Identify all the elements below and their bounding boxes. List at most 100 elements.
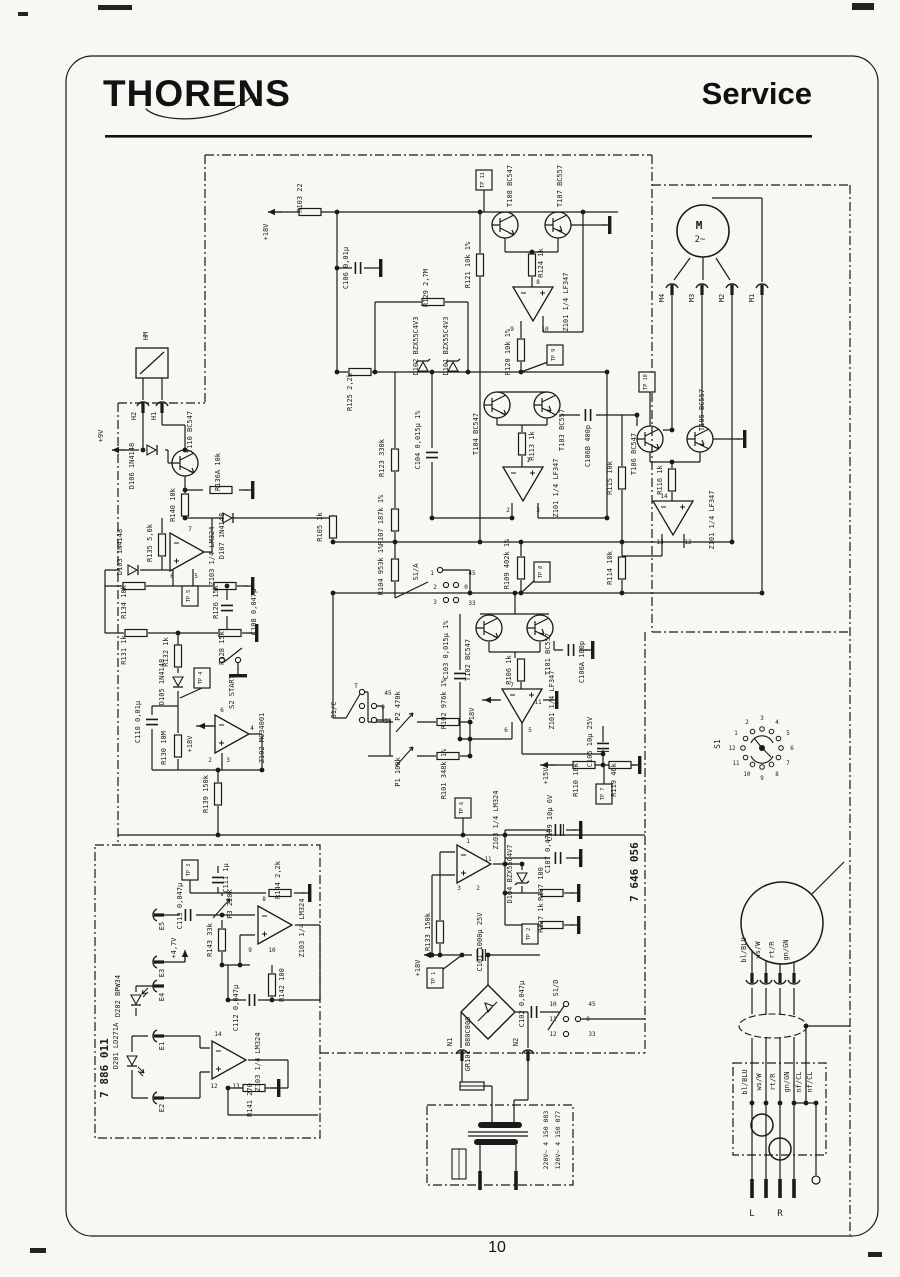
capacitor — [184, 909, 192, 921]
label-pinc-13: 13 — [656, 539, 664, 546]
label-z101a: Z101 1/4 LF347 — [562, 272, 570, 331]
opamp — [511, 286, 555, 323]
label-box-ws: ws/W — [755, 1073, 763, 1091]
label-plus18-d: +18V — [468, 707, 476, 725]
hm-sensor-box — [135, 347, 169, 379]
page-title: Service — [702, 76, 812, 111]
connector-pin — [152, 979, 164, 993]
label-p3: P3 220k — [226, 888, 234, 918]
pot-arrow — [395, 712, 414, 733]
rotary-number-4: 4 — [775, 720, 779, 726]
path — [445, 358, 461, 364]
label-r136a: R136A 10k — [214, 452, 222, 491]
brand-logo-text: THORENS — [103, 73, 291, 114]
switch-contact — [358, 716, 366, 724]
terminal-bar — [778, 1179, 782, 1198]
label-t107: T107 BC557 — [556, 165, 564, 207]
terminal-bar — [478, 1171, 482, 1190]
label-gr101: GR101 B80C800 — [464, 1017, 472, 1072]
resistor — [348, 367, 372, 377]
led — [126, 1055, 145, 1077]
label-out-r: R — [777, 1209, 783, 1219]
rect — [750, 973, 754, 983]
label-z101c: Z101 1/4 LF347 — [708, 490, 716, 549]
resistor — [436, 717, 460, 727]
rect — [141, 403, 145, 413]
brand-logo-swoosh — [145, 93, 255, 120]
rect — [670, 285, 674, 295]
capacitor — [146, 718, 158, 726]
opamp-polarity — [219, 724, 224, 746]
label-r127: R127 1k — [537, 902, 545, 932]
pot-arrow — [395, 746, 414, 767]
path — [137, 1066, 145, 1077]
rotary-number-8: 8 — [775, 772, 779, 778]
label-r130: R130 10M — [160, 731, 168, 765]
opamp-polarity — [174, 542, 179, 564]
capacitor — [530, 1006, 538, 1018]
switch-contact — [562, 1015, 570, 1023]
label-s1a-1: 1 — [430, 570, 434, 577]
resistor — [527, 253, 537, 277]
label-r106: R106 1k — [505, 654, 513, 684]
label-d101: D101 BZX55C4V3 — [442, 316, 450, 375]
resistor — [390, 508, 400, 532]
resistor — [213, 782, 223, 806]
switch-contact — [442, 596, 450, 604]
switch-contact — [234, 656, 242, 664]
label-m-letter: M — [696, 219, 703, 232]
testpoint-box — [595, 783, 613, 805]
label-c112: C112 0,047µ — [232, 984, 240, 1031]
rect — [460, 1051, 464, 1061]
label-e4: E4 — [158, 993, 166, 1001]
label-r141: R141 270 — [246, 1083, 254, 1117]
resistor — [517, 432, 527, 456]
board-boundaries — [94, 154, 851, 1235]
transistor-leads — [527, 617, 550, 639]
junction-dot — [791, 1100, 797, 1106]
supply-arrowhead — [424, 951, 431, 959]
rect — [154, 913, 164, 917]
path — [172, 676, 184, 688]
opamp — [500, 688, 544, 725]
junction-dot — [259, 767, 265, 773]
label-box-gn: gn/GN — [783, 1071, 791, 1092]
resistor — [180, 493, 190, 517]
opamp-polarity — [661, 504, 685, 510]
label-z101b: Z101 1/4 LF347 — [552, 458, 560, 517]
connector-pin — [695, 283, 709, 295]
label-s1a-2: 2 — [433, 584, 437, 591]
connector-pin — [521, 1049, 535, 1061]
junction-dot — [465, 369, 471, 375]
resistor — [242, 1083, 266, 1093]
resistor — [572, 760, 596, 770]
hm-diagonal — [139, 351, 165, 375]
ground-bar — [255, 624, 259, 642]
junction-dot — [330, 539, 336, 545]
rotary-number-7: 7 — [786, 761, 790, 767]
rotary-contact — [749, 761, 756, 768]
junction-dot — [215, 767, 221, 773]
ground-bar — [555, 691, 559, 709]
connector-pin — [773, 973, 787, 985]
label-tp3: TP 3 — [186, 864, 192, 877]
resistor — [217, 928, 227, 952]
capacitor — [597, 742, 609, 750]
label-m3: M3 — [688, 294, 696, 302]
label-s1a-3: 3 — [433, 599, 437, 606]
label-r116: R116 1k — [656, 464, 664, 494]
label-pinsd-13: 13 — [232, 1083, 240, 1090]
label-pinb-1: 1 — [526, 457, 530, 464]
label-t102: T102 BC547 — [464, 639, 472, 681]
ground-bar — [577, 884, 581, 902]
label-p1: P1 100k — [394, 756, 402, 786]
connector-pin — [155, 401, 169, 413]
ground-bar — [579, 849, 583, 867]
label-pinc-12: 12 — [684, 539, 692, 546]
junction-dot — [429, 369, 435, 375]
rotary-number-10: 10 — [744, 772, 751, 778]
supply-arrowhead — [484, 696, 491, 704]
label-pinsb-1: 1 — [466, 838, 470, 845]
label-c102: C102 0,047µ — [518, 980, 526, 1027]
label-pinz-6: 6 — [220, 707, 224, 714]
